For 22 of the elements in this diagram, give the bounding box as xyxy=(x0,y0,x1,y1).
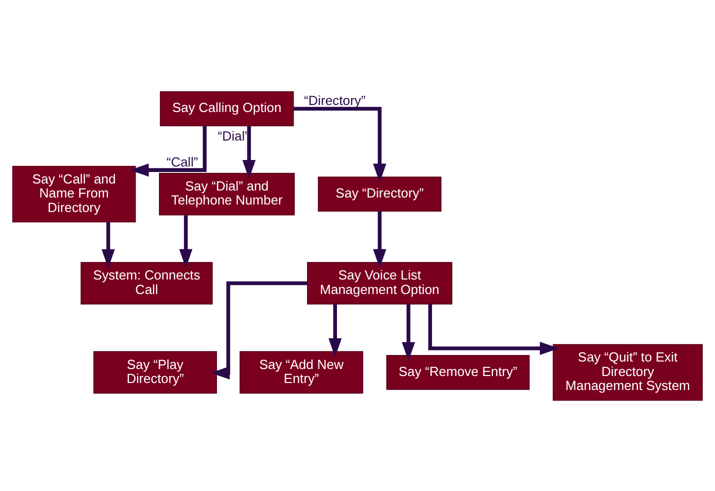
node-box: Say Voice List Management Option xyxy=(307,262,452,304)
node-box: Say “Add New Entry” xyxy=(240,350,364,394)
arrow xyxy=(328,304,342,357)
node-box: Say “Play Directory” xyxy=(93,350,217,394)
node-box: Say Calling Option xyxy=(160,90,294,126)
edge-label: “Call” xyxy=(166,154,198,169)
arrow xyxy=(130,125,207,176)
node-box: System: Connects Call xyxy=(80,262,213,304)
arrow xyxy=(102,222,115,268)
arrow xyxy=(210,280,308,379)
node-box: Say “Remove Entry” xyxy=(386,354,530,390)
arrow xyxy=(428,304,559,354)
arrow xyxy=(373,210,386,268)
arrow xyxy=(179,214,192,268)
arrow xyxy=(402,304,416,361)
node-box: Say “Quit” to Exit Directory Management System xyxy=(552,344,703,400)
edge-label: “Directory” xyxy=(304,92,366,108)
node-box: Say “Call” and Name From Directory xyxy=(12,165,136,222)
arrow xyxy=(293,106,386,182)
arrow xyxy=(242,126,256,178)
node-box: Say “Dial” and Telephone Number xyxy=(158,172,295,215)
node-box: Say “Directory” xyxy=(318,176,442,212)
